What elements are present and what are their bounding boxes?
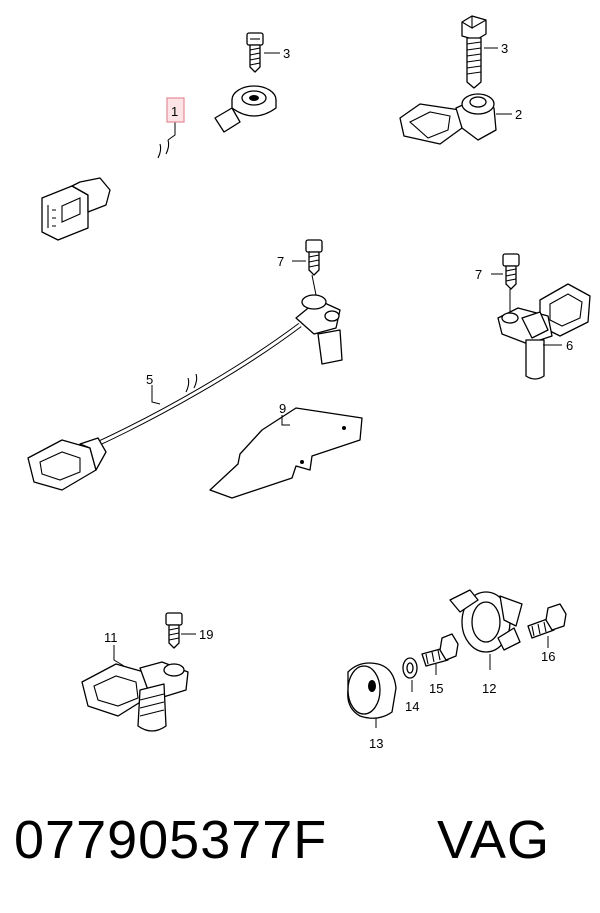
callout-14[interactable]: 14 <box>405 699 419 714</box>
speed-sensor-cable-part[interactable] <box>27 294 343 491</box>
callout-2[interactable]: 2 <box>515 107 522 122</box>
bolt-part[interactable] <box>461 15 487 89</box>
bolt-part[interactable] <box>165 612 183 649</box>
callout-16[interactable]: 16 <box>541 649 555 664</box>
sensor-part[interactable] <box>497 283 591 380</box>
rubber-mount-part[interactable] <box>347 662 397 719</box>
callout-11[interactable]: 11 <box>104 630 118 645</box>
bolt-part[interactable] <box>246 32 264 73</box>
camshaft-sensor-part[interactable] <box>81 661 189 732</box>
callout-highlight <box>166 97 185 123</box>
part-number: 077905377F <box>14 810 328 870</box>
callout-3[interactable]: 3 <box>501 41 508 56</box>
heat-shield-part[interactable] <box>209 407 363 499</box>
callouts: 1 3 3 2 7 7 6 5 9 11 19 16 15 12 14 13 <box>104 41 573 751</box>
bolt-part[interactable] <box>527 603 567 639</box>
bolt-part[interactable] <box>305 239 323 276</box>
bolt-part[interactable] <box>502 253 520 290</box>
callout-12[interactable]: 12 <box>482 681 496 696</box>
bolt-part[interactable] <box>421 633 459 667</box>
washer-part[interactable] <box>402 657 418 679</box>
knock-sensor-part[interactable] <box>399 93 497 145</box>
callout-9[interactable]: 9 <box>279 401 286 416</box>
callout-1[interactable]: 1 <box>171 104 178 119</box>
callout-3[interactable]: 3 <box>283 46 290 61</box>
callout-7[interactable]: 7 <box>277 254 284 269</box>
clamp-part[interactable] <box>449 589 523 653</box>
callout-19[interactable]: 19 <box>199 627 213 642</box>
callout-6[interactable]: 6 <box>566 338 573 353</box>
callout-15[interactable]: 15 <box>429 681 443 696</box>
leader-lines <box>113 47 562 728</box>
brand-name: VAG <box>437 810 551 870</box>
knock-sensor-cable-part[interactable] <box>41 85 277 241</box>
callout-7[interactable]: 7 <box>475 267 482 282</box>
callout-13[interactable]: 13 <box>369 736 383 751</box>
callout-5[interactable]: 5 <box>146 372 153 387</box>
footer: 077905377F VAG <box>0 795 600 885</box>
